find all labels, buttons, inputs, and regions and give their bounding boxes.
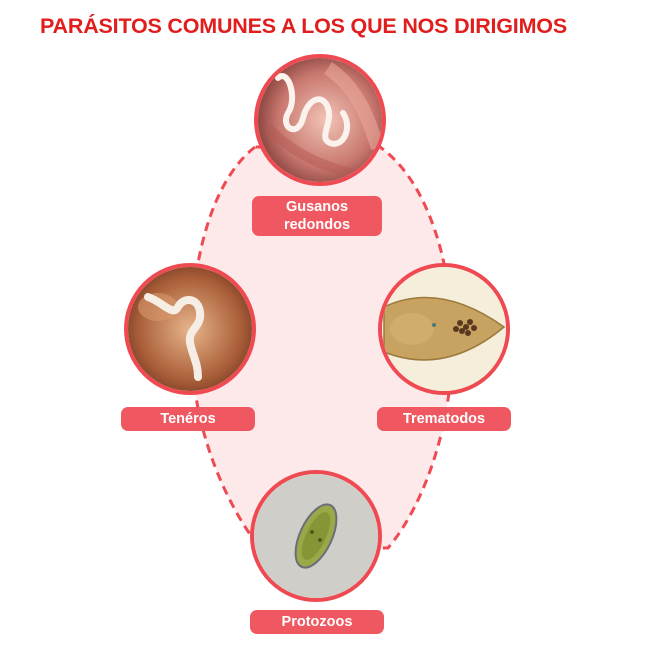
label-roundworms: Gusanos redondos bbox=[252, 196, 382, 236]
label-tapeworms: Tenéros bbox=[121, 407, 255, 431]
protozoa-image bbox=[250, 470, 382, 602]
trematode-micrograph-icon bbox=[382, 267, 506, 391]
roundworm-image bbox=[254, 54, 386, 186]
label-trematodes: Trematodos bbox=[377, 407, 511, 431]
tapeworm-intestine-photo-icon bbox=[128, 267, 252, 391]
roundworm-intestine-photo-icon bbox=[258, 58, 382, 182]
trematode-image bbox=[378, 263, 510, 395]
label-protozoa: Protozoos bbox=[250, 610, 384, 634]
label-roundworms-line2: redondos bbox=[283, 217, 351, 233]
label-roundworms-line1: Gusanos bbox=[285, 199, 349, 215]
page-title: PARÁSITOS COMUNES A LOS QUE NOS DIRIGIMO… bbox=[40, 14, 567, 38]
tapeworm-image bbox=[124, 263, 256, 395]
protozoa-micrograph-icon bbox=[254, 474, 378, 598]
